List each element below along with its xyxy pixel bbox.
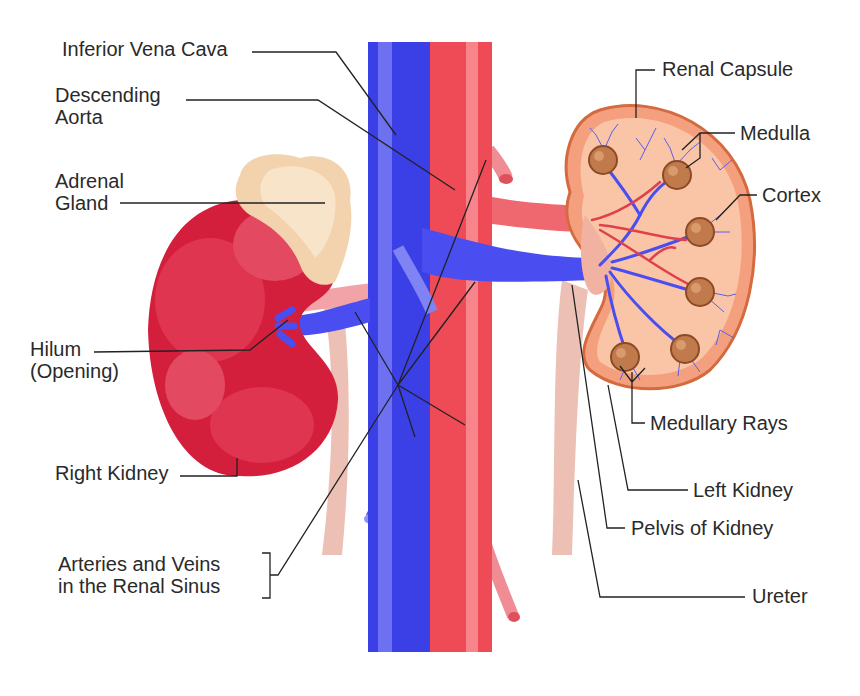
adrenal-gland xyxy=(236,154,352,284)
aorta xyxy=(430,42,492,652)
part-label: Adrenal Gland xyxy=(55,170,145,214)
kidney-cortex xyxy=(581,118,742,375)
aorta-highlight xyxy=(466,42,478,652)
part-label: Medullary Rays xyxy=(650,412,850,434)
vessel-end xyxy=(508,612,520,622)
part-label: Arteries and Veins in the Renal Sinus xyxy=(58,553,233,597)
vessel-end xyxy=(499,174,513,184)
kidney-lobe xyxy=(210,387,314,463)
part-label: Ureter xyxy=(752,585,852,607)
adrenal-highlight xyxy=(260,166,335,258)
kidney-lobe xyxy=(165,350,225,420)
medulla-pyramids xyxy=(589,146,714,371)
left-kidney xyxy=(566,106,754,389)
part-label: Inferior Vena Cava xyxy=(62,38,282,60)
part-label: Descending Aorta xyxy=(55,84,185,128)
part-label: Medulla xyxy=(740,122,850,144)
part-label: Left Kidney xyxy=(693,479,853,501)
kidney-capillaries xyxy=(590,124,736,380)
leader-lines xyxy=(94,52,757,598)
part-label: Renal Capsule xyxy=(662,58,842,80)
vena-cava xyxy=(368,42,430,652)
left-ureter xyxy=(552,280,588,555)
vena-cava-highlight xyxy=(378,42,392,652)
part-label: Cortex xyxy=(762,184,852,206)
kidney-arteries xyxy=(592,182,690,285)
part-label: Hilum (Opening) xyxy=(30,338,130,382)
hilum-vessels xyxy=(278,310,294,344)
part-label: Pelvis of Kidney xyxy=(631,517,851,539)
part-label: Right Kidney xyxy=(55,462,195,484)
